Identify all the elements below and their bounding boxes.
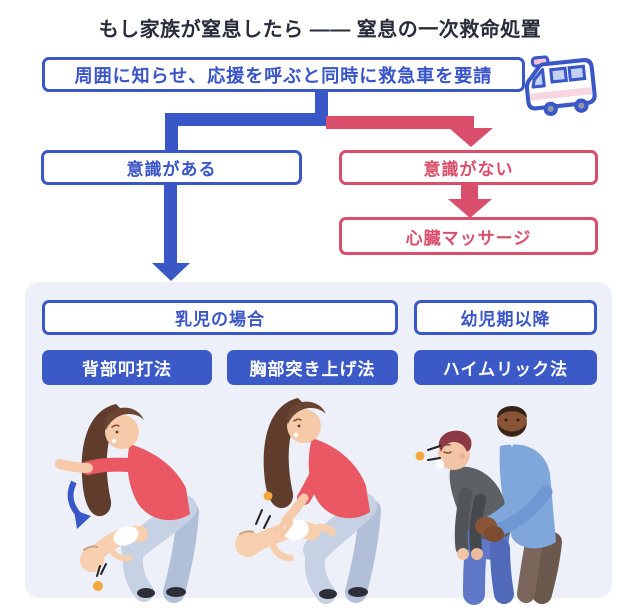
method-badge-heimlich: ハイムリック法 bbox=[414, 350, 597, 385]
alert-step-box: 周囲に知らせ、応援を呼ぶと同時に救急車を要請 bbox=[42, 57, 525, 92]
cpr-box: 心臓マッサージ bbox=[339, 217, 598, 255]
conscious-box: 意識がある bbox=[41, 150, 302, 185]
arrow-to-cpr bbox=[448, 199, 492, 218]
infant-header-label: 乳児の場合 bbox=[175, 310, 265, 329]
child-header-box: 幼児期以降 bbox=[414, 300, 597, 335]
alert-step-label: 周囲に知らせ、応援を呼ぶと同時に救急車を要請 bbox=[74, 65, 493, 86]
arrow-to-unconscious bbox=[449, 128, 493, 147]
conscious-label: 意識がある bbox=[126, 160, 217, 179]
connector-stem-top bbox=[315, 88, 328, 116]
method-heimlich-label: ハイムリック法 bbox=[442, 360, 569, 379]
illustration-chest-thrust bbox=[235, 398, 381, 604]
method-back-blow-label: 背部叩打法 bbox=[82, 360, 172, 379]
infant-header-box: 乳児の場合 bbox=[42, 300, 398, 335]
connector-drop-left bbox=[165, 113, 178, 153]
connector-bar-left bbox=[165, 113, 328, 126]
method-badge-back-blow: 背部叩打法 bbox=[42, 350, 212, 385]
child-header-label: 幼児期以降 bbox=[460, 310, 551, 329]
page-title: もし家族が窒息したら —— 窒息の一次救命処置 bbox=[98, 19, 542, 41]
unconscious-box: 意識がない bbox=[339, 150, 598, 185]
method-chest-thrust-label: 胸部突き上げ法 bbox=[249, 360, 376, 379]
unconscious-label: 意識がない bbox=[423, 160, 514, 179]
cpr-label: 心臓マッサージ bbox=[405, 228, 532, 248]
illustration-back-blow bbox=[55, 404, 199, 603]
illustration-heimlich bbox=[415, 406, 562, 605]
method-badge-chest-thrust: 胸部突き上げ法 bbox=[227, 350, 398, 385]
connector-stem-unconscious bbox=[461, 185, 478, 200]
ambulance-icon bbox=[524, 55, 597, 117]
arrow-to-panel bbox=[152, 263, 190, 281]
connector-bar-right bbox=[326, 116, 474, 129]
connector-stem-conscious bbox=[164, 185, 177, 264]
